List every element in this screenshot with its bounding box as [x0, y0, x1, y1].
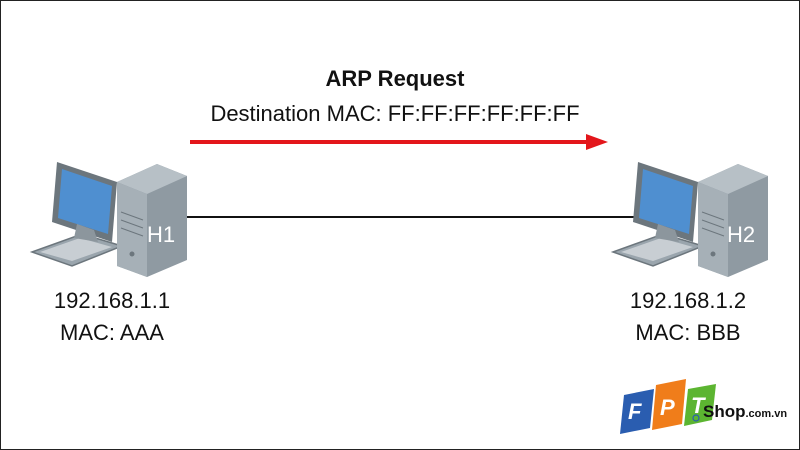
diagram-title: ARP Request: [325, 66, 465, 91]
fpt-logo: [620, 379, 716, 434]
logo-domain-text: .com.vn: [745, 408, 788, 420]
computer-h2-icon: [612, 161, 769, 278]
logo-letter-p: P: [660, 395, 675, 420]
computer-h1-icon: [31, 161, 188, 278]
destination-mac-label: Destination MAC: FF:FF:FF:FF:FF:FF: [210, 101, 580, 126]
logo-shop-text: Shop: [703, 402, 746, 421]
logo-letter-t: T: [691, 393, 705, 418]
logo-letter-f: F: [628, 399, 642, 424]
host-h2-label: H2: [727, 222, 756, 247]
host-h2-ip: 192.168.1.2: [629, 288, 747, 313]
host-h1-label: H1: [147, 222, 176, 247]
host-h1-mac: MAC: AAA: [60, 320, 164, 345]
host-h1-ip: 192.168.1.1: [53, 288, 171, 313]
logo-wordmark: Shop.com.vn: [703, 402, 787, 422]
arp-request-arrow: [190, 134, 608, 150]
host-h2-mac: MAC: BBB: [635, 320, 741, 345]
